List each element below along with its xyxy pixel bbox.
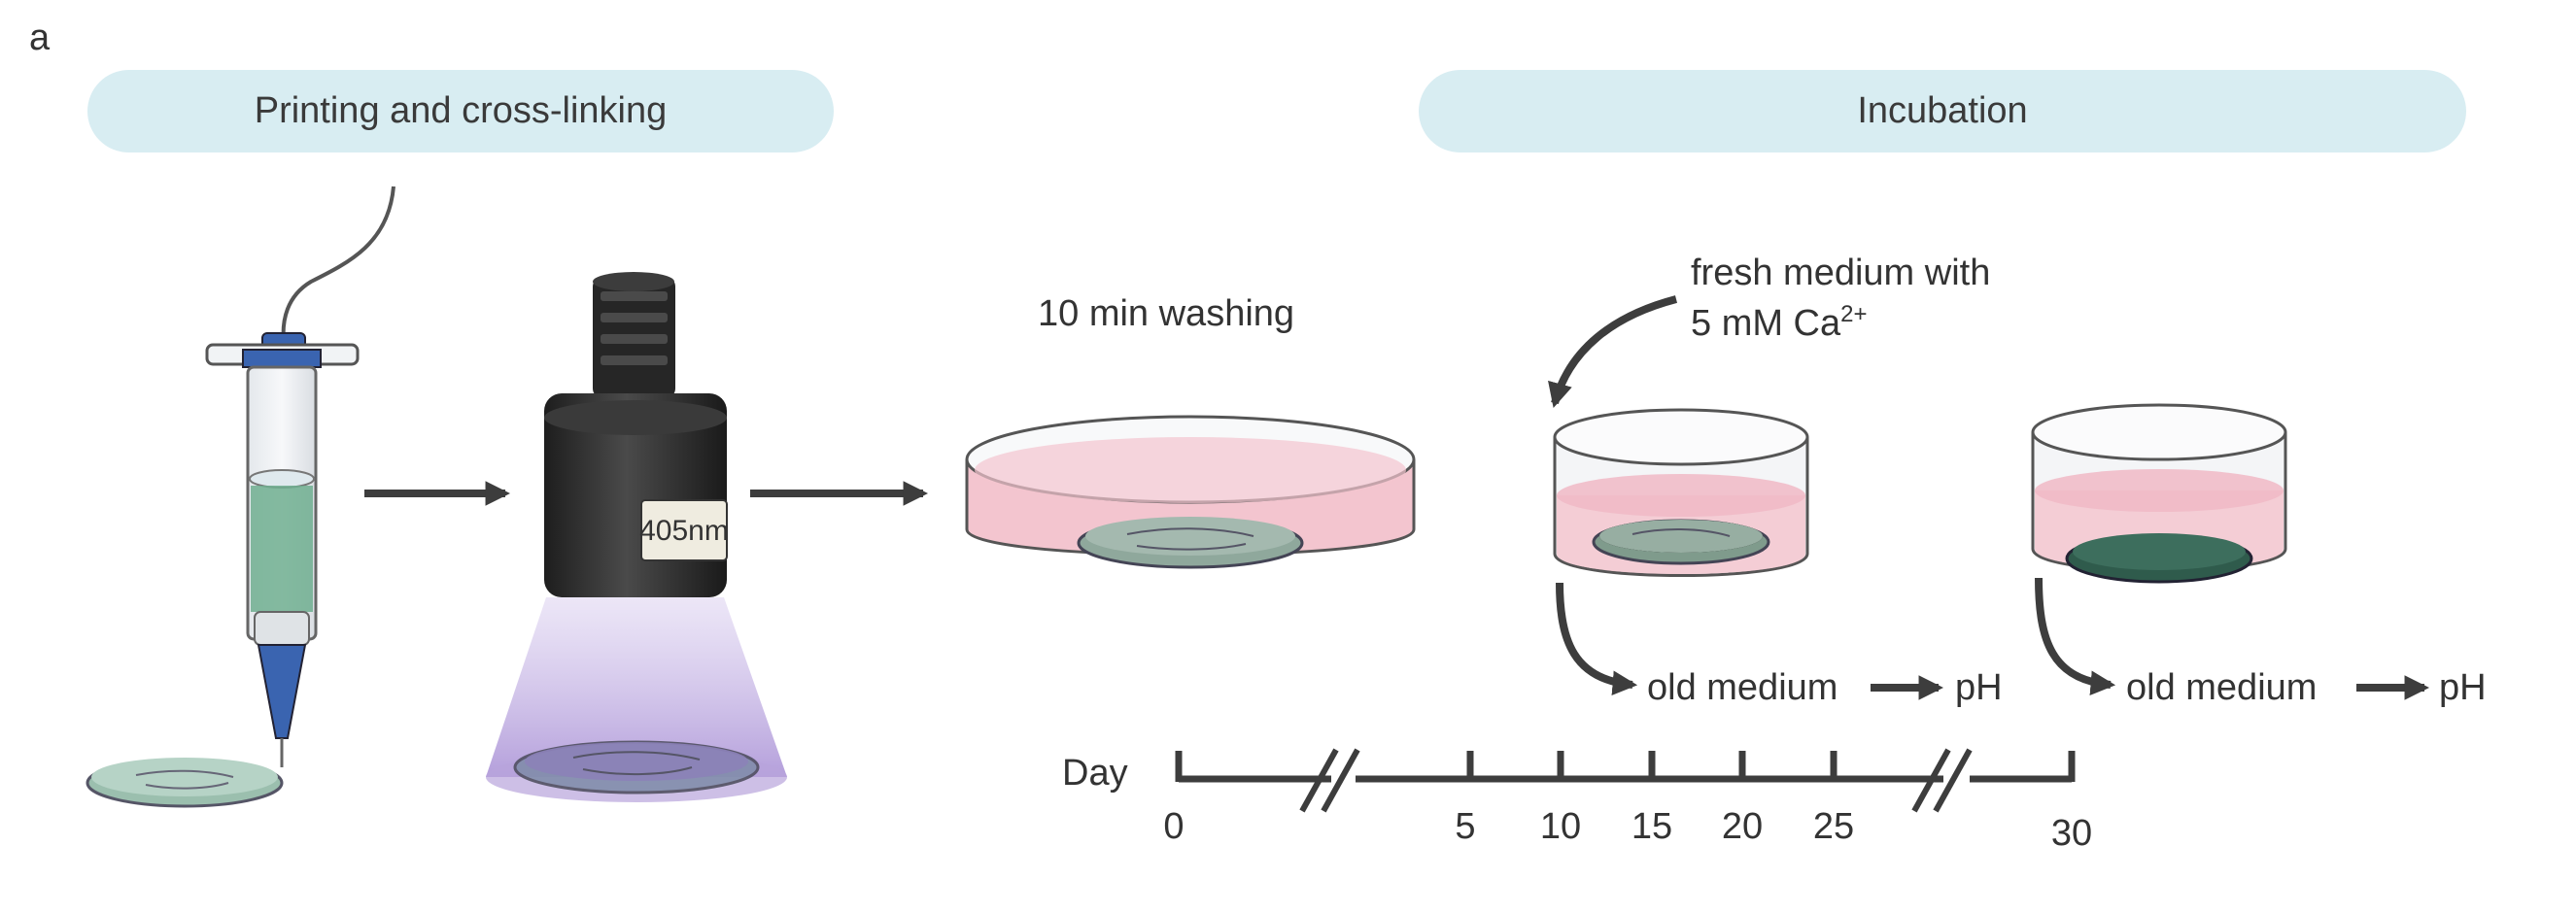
fresh-medium-sup: 2+ — [1840, 301, 1867, 327]
syringe-icon — [205, 186, 395, 767]
header-printing: Printing and cross-linking — [87, 70, 834, 152]
gel-disc-icon — [86, 758, 284, 808]
ph-label-1: pH — [1955, 667, 2003, 708]
lamp-label: 405nm — [639, 515, 729, 547]
timeline-tick-label: 20 — [1722, 806, 1763, 847]
timeline-tick-label: 10 — [1540, 806, 1581, 847]
fresh-medium-conc: 5 mM Ca — [1691, 303, 1841, 344]
timeline-tick-label: 30 — [2051, 813, 2092, 854]
axis-break — [1299, 748, 1360, 813]
old-medium-arrow — [1556, 582, 1638, 696]
panel-letter: a — [29, 17, 51, 58]
ph-label-2: pH — [2439, 667, 2487, 708]
old-medium-label-1: old medium — [1647, 667, 1838, 708]
washing-label: 10 min washing — [1038, 293, 1294, 334]
old-medium-arrow — [2035, 577, 2116, 696]
timeline-tick-label: 15 — [1631, 806, 1672, 847]
timeline-axis-label: Day — [1062, 753, 1128, 794]
old-medium-label-2: old medium — [2126, 667, 2317, 708]
fresh-medium-arrow — [1548, 295, 1678, 408]
timeline-tick-label: 0 — [1163, 806, 1184, 847]
petri-dish-icon — [965, 415, 1416, 569]
fresh-medium-line2: 5 mM Ca2+ — [1691, 301, 1868, 344]
axis-break — [1911, 748, 1973, 813]
fresh-medium-line1: fresh medium with — [1691, 253, 1990, 293]
header-incubation: Incubation — [1419, 70, 2466, 152]
well-icon — [1553, 408, 1809, 577]
uv-lamp-icon — [486, 272, 787, 802]
timeline-tick-label: 5 — [1455, 806, 1475, 847]
well-icon — [2031, 403, 2287, 584]
timeline: Day 0 5 10 15 20 25 30 — [1062, 748, 2092, 854]
timeline-tick-label: 25 — [1813, 806, 1854, 847]
